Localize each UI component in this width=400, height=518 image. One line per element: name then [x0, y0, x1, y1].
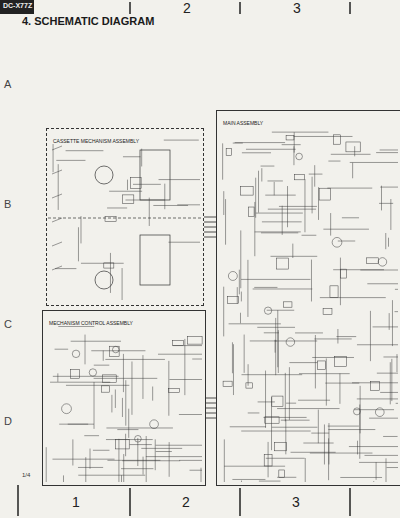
- grid-reference: A: [4, 78, 11, 90]
- grid-reference: 3: [292, 494, 300, 510]
- grid-reference: C: [4, 318, 12, 330]
- assembly-box: MAIN ASSEMBLY: [216, 110, 400, 486]
- assembly-box: CASSETTE MECHANISM ASSEMBLY: [46, 128, 204, 306]
- assembly-heading: CASSETTE MECHANISM ASSEMBLY: [51, 138, 141, 144]
- page-title: 4. SCHEMATIC DIAGRAM: [22, 15, 154, 27]
- model-number: DC-X77Z: [3, 2, 32, 9]
- grid-reference: B: [4, 198, 11, 210]
- header-band: [0, 0, 34, 14]
- grid-reference: 2: [182, 494, 190, 510]
- grid-reference: 3: [293, 0, 301, 16]
- cassette-drawing: [48, 150, 202, 289]
- assembly-heading: MAIN ASSEMBLY: [221, 120, 265, 126]
- wiring: [46, 132, 398, 482]
- grid-reference: 1: [72, 494, 80, 510]
- page-number: 1/4: [22, 472, 30, 478]
- harness-wire: [206, 398, 216, 418]
- grid-ticks: [18, 2, 350, 516]
- grid-reference: D: [4, 415, 12, 427]
- assembly-heading: MECHANISM CONTROL ASSEMBLY: [47, 320, 135, 326]
- grid-reference: 2: [183, 0, 191, 16]
- assembly-box: MECHANISM CONTROL ASSEMBLY: [42, 310, 206, 486]
- harness-wire: [204, 217, 216, 237]
